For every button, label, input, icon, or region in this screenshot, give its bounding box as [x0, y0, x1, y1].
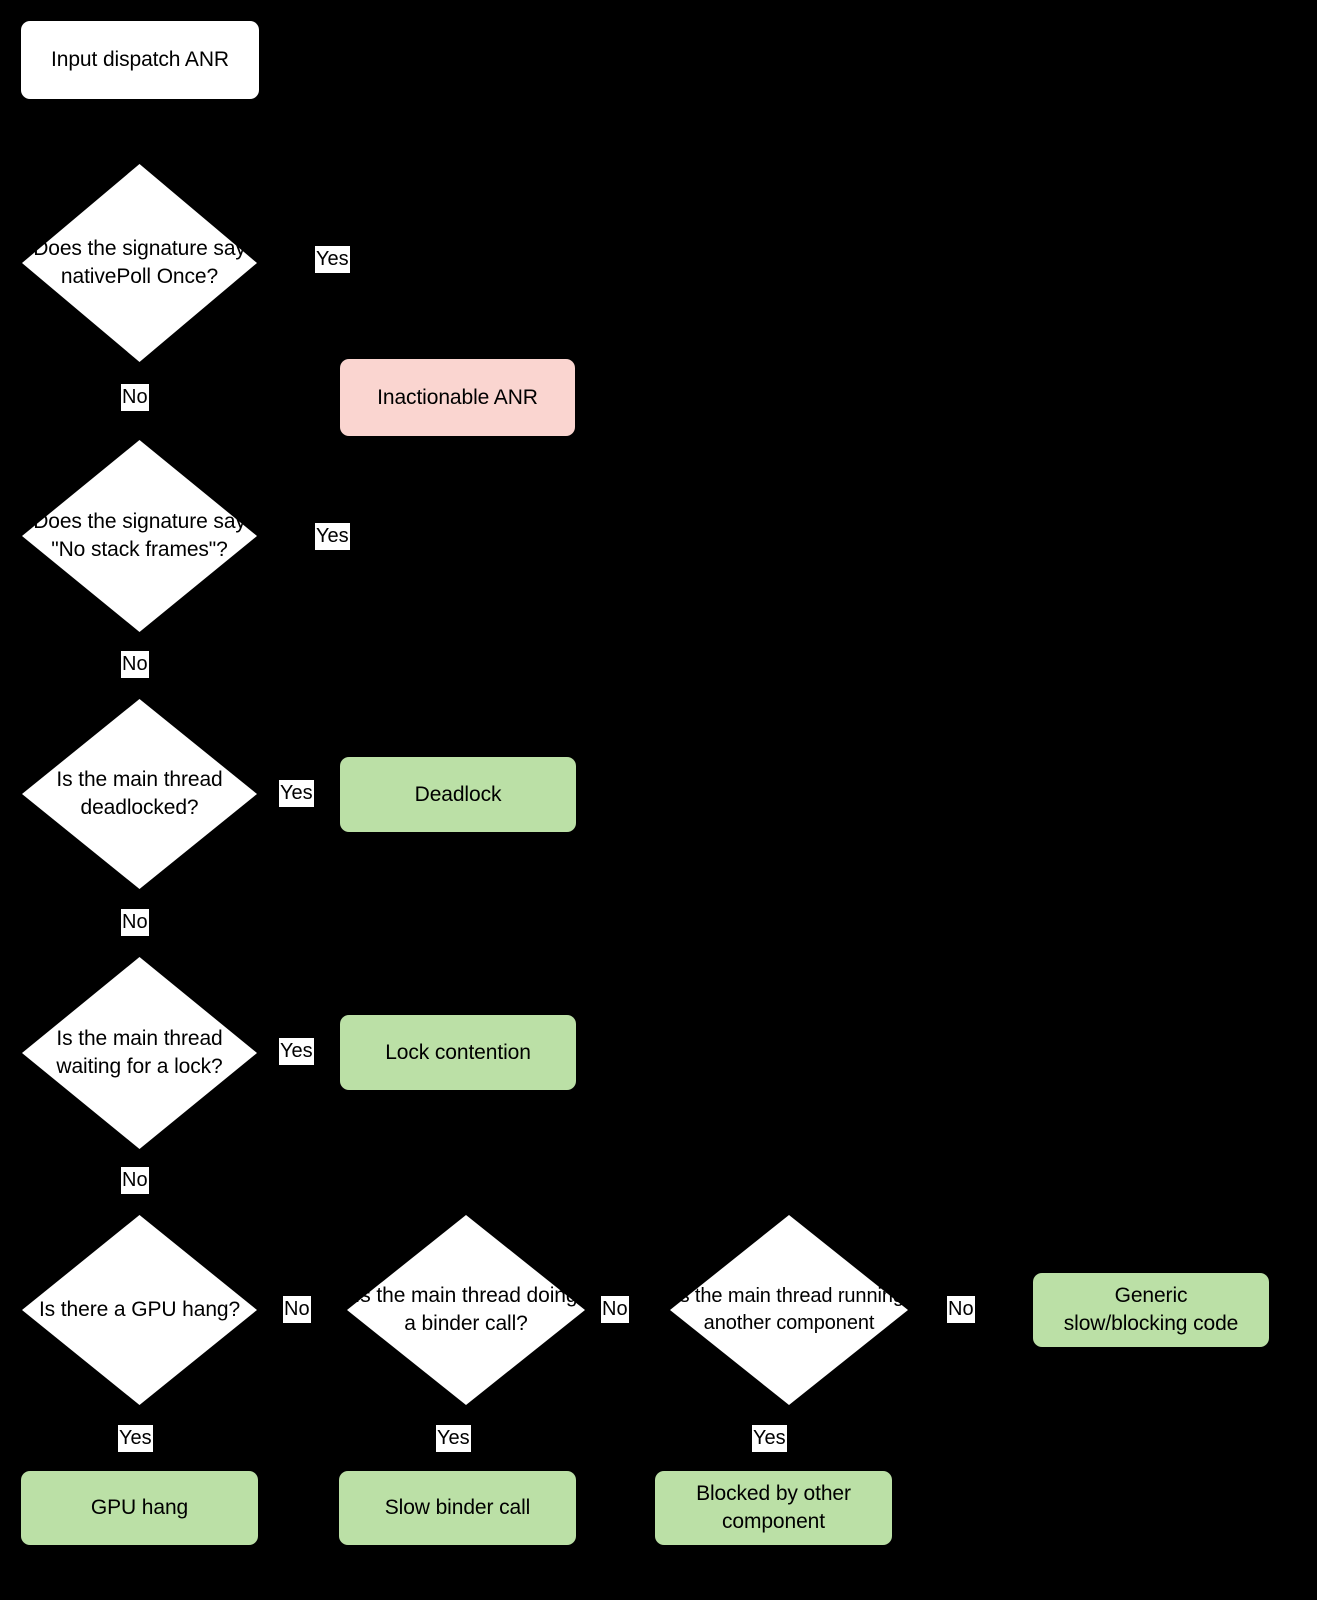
- node-outcome-lock-contention-label: Lock contention: [385, 1040, 531, 1064]
- node-outcome-generic-slow-code-label: Generic slow/blocking code: [1063, 1284, 1239, 1335]
- arrowhead-d3-yes: [332, 785, 343, 801]
- diamond-shape: [22, 957, 257, 1149]
- arrowhead-d6-yes: [449, 1462, 465, 1473]
- edge-label-d2-no: No: [121, 651, 149, 678]
- arrowhead-d7-no: [1024, 1301, 1035, 1317]
- node-outcome-inactionable-anr-label: Inactionable ANR: [377, 385, 538, 409]
- edge-label-d5-no: No: [283, 1296, 311, 1323]
- edge-label-d7-no: No: [947, 1296, 975, 1323]
- diamond-shape: [347, 1215, 585, 1405]
- node-outcome-slow-binder-call[interactable]: Slow binder call: [339, 1471, 576, 1545]
- arrowhead-start-to-d1: [132, 152, 148, 163]
- node-outcome-blocked-by-other-component-label: Blocked by other component: [696, 1482, 851, 1533]
- node-outcome-generic-slow-code[interactable]: Generic slow/blocking code: [1033, 1273, 1269, 1347]
- diamond-shape: [22, 164, 257, 362]
- arrowhead-d5-no: [339, 1301, 350, 1317]
- diamond-shape: [22, 1215, 257, 1405]
- edge-label-d1-no: No: [121, 384, 149, 411]
- edge-label-d4-yes: Yes: [279, 1038, 314, 1065]
- node-outcome-inactionable-anr[interactable]: Inactionable ANR: [340, 359, 575, 436]
- node-outcome-deadlock[interactable]: Deadlock: [340, 757, 576, 832]
- node-decision-waiting-for-lock[interactable]: Is the main thread waiting for a lock?: [22, 957, 257, 1149]
- edge-label-d2-yes: Yes: [315, 523, 350, 550]
- node-decision-binder-call[interactable]: Is the main thread doing a binder call?: [347, 1215, 585, 1405]
- node-outcome-lock-contention[interactable]: Lock contention: [340, 1015, 576, 1090]
- arrowhead-d5-yes: [132, 1462, 148, 1473]
- node-outcome-deadlock-label: Deadlock: [414, 782, 502, 806]
- edge-label-d6-yes: Yes: [436, 1425, 471, 1452]
- diamond-shape: [22, 699, 257, 889]
- arrowhead-d4-yes: [332, 1043, 343, 1059]
- edge-start-to-d1: [139, 99, 141, 154]
- diamond-shape: [670, 1215, 908, 1405]
- node-outcome-slow-binder-call-label: Slow binder call: [384, 1496, 531, 1520]
- node-decision-deadlocked[interactable]: Is the main thread deadlocked?: [22, 699, 257, 889]
- edge-label-d5-yes: Yes: [118, 1425, 153, 1452]
- node-decision-another-component[interactable]: Is the main thread running another compo…: [670, 1215, 908, 1405]
- arrowhead-d6-no: [662, 1301, 673, 1317]
- edge-label-d7-yes: Yes: [752, 1425, 787, 1452]
- edge-d6-no: [585, 1309, 673, 1311]
- node-outcome-gpu-hang[interactable]: GPU hang: [21, 1471, 258, 1545]
- edge-label-d4-no: No: [121, 1167, 149, 1194]
- node-decision-gpu-hang[interactable]: Is there a GPU hang?: [22, 1215, 257, 1405]
- edge-label-d6-no: No: [601, 1296, 629, 1323]
- edge-label-d3-no: No: [121, 909, 149, 936]
- node-outcome-gpu-hang-label: GPU hang: [90, 1496, 189, 1520]
- node-start-label: Input dispatch ANR: [51, 48, 229, 72]
- edge-d2-yes: [257, 538, 457, 540]
- node-start[interactable]: Input dispatch ANR: [21, 21, 259, 99]
- arrowhead-d2-yes: [448, 530, 459, 546]
- arrowhead-d7-yes: [765, 1462, 781, 1473]
- node-outcome-blocked-by-other-component[interactable]: Blocked by other component: [655, 1471, 892, 1545]
- diamond-shape: [22, 440, 257, 632]
- node-decision-nativepollonce[interactable]: Does the signature say nativePoll Once?: [22, 164, 257, 362]
- arrowhead-d1-yes: [449, 350, 465, 361]
- edge-label-d3-yes: Yes: [279, 780, 314, 807]
- edge-label-d1-yes: Yes: [315, 246, 350, 273]
- edge-d1-yes: [257, 262, 457, 264]
- edge-d1-yes-drop: [456, 262, 458, 352]
- node-decision-no-stack-frames[interactable]: Does the signature say "No stack frames"…: [22, 440, 257, 632]
